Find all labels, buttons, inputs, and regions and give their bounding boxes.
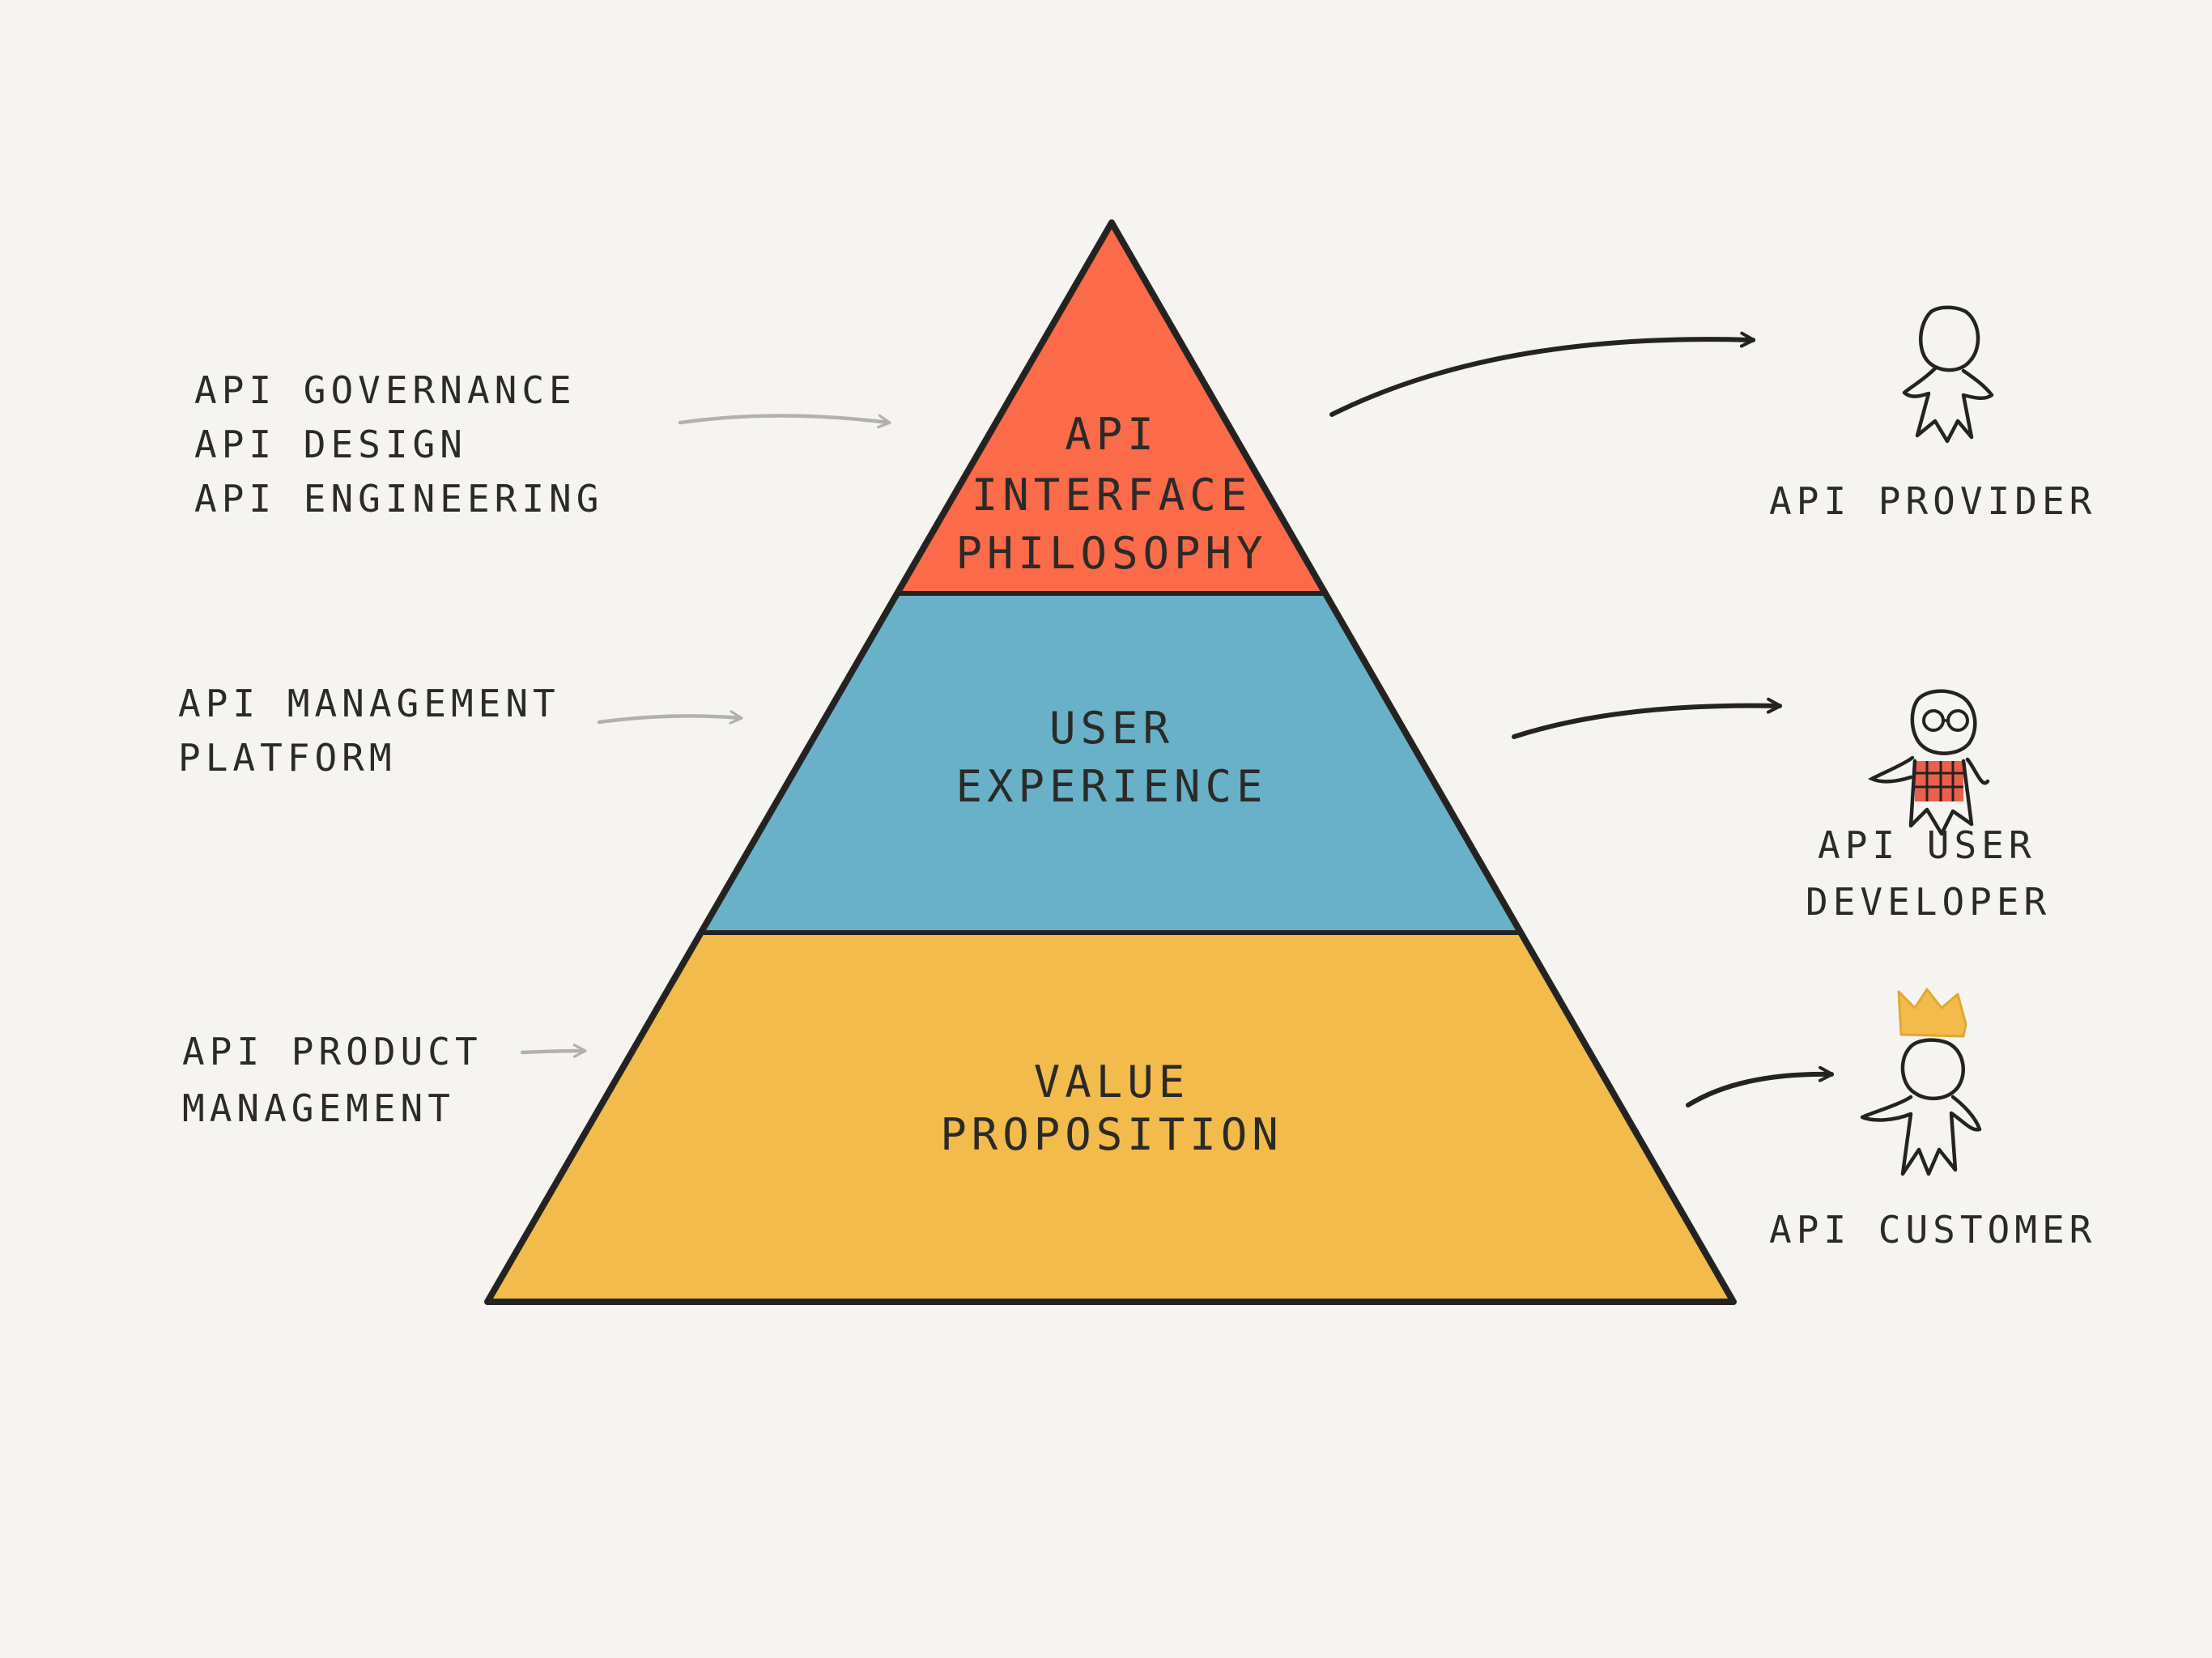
role-developer: DEVELOPER	[1806, 880, 2051, 924]
pyramid-bottom-layer	[487, 933, 1733, 1302]
arrow-right-top	[1329, 331, 1755, 417]
top-layer-line2: INTERFACE	[972, 470, 1253, 521]
person-icon	[1902, 305, 1994, 444]
top-layer-line1: API	[1065, 409, 1159, 460]
middle-layer-line1: USER	[1049, 703, 1174, 754]
role-api-provider: API PROVIDER	[1769, 479, 2096, 523]
pyramid-middle-layer	[704, 593, 1522, 933]
arrow-left-top	[678, 414, 891, 429]
arrow-left-middle	[597, 710, 743, 725]
developer-with-glasses-icon	[1867, 689, 1990, 836]
arrow-left-bottom	[520, 1044, 587, 1058]
role-api-user: API USER	[1818, 823, 2036, 867]
pyramid-outline	[484, 219, 1737, 1305]
bottom-layer-line2: PROPOSITION	[940, 1109, 1283, 1160]
middle-layer-line2: EXPERIENCE	[955, 761, 1267, 812]
role-api-customer: API CUSTOMER	[1769, 1208, 2096, 1252]
top-layer-line3: PHILOSOPHY	[955, 528, 1267, 579]
arrow-right-middle	[1512, 697, 1782, 739]
left-label-engineering: API ENGINEERING	[194, 477, 603, 521]
left-label-platform: PLATFORM	[178, 736, 397, 780]
customer-with-crown-icon	[1860, 988, 1982, 1176]
left-label-management: API MANAGEMENT	[178, 682, 560, 725]
pyramid-top-layer	[899, 223, 1325, 593]
left-label-governance: API GOVERNANCE	[194, 368, 576, 412]
left-label-product: API PRODUCT	[182, 1030, 483, 1073]
bottom-layer-line1: VALUE	[1034, 1056, 1190, 1107]
left-label-design: API DESIGN	[194, 423, 467, 466]
left-label-product-management: MANAGEMENT	[182, 1086, 455, 1130]
arrow-right-bottom	[1686, 1065, 1834, 1107]
